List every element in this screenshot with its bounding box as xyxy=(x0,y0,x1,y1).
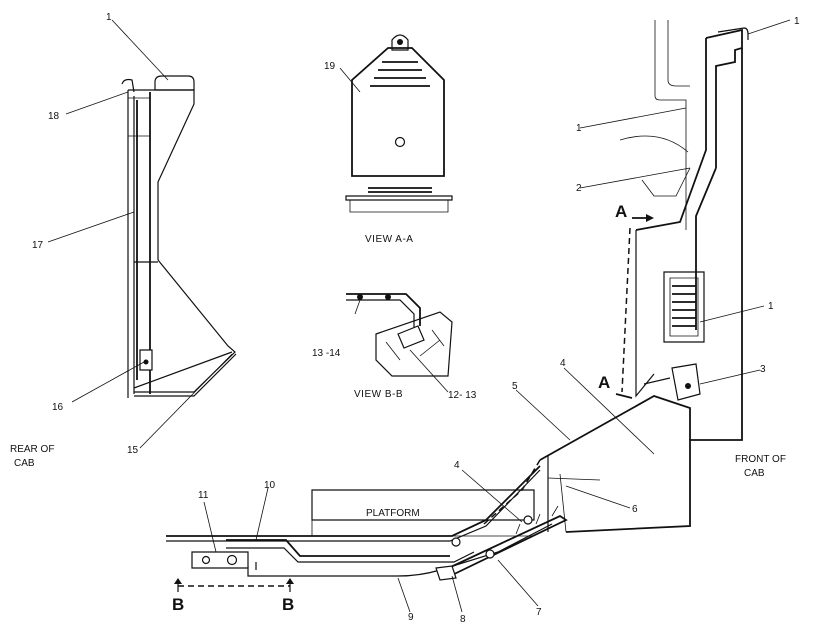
rear-of-cab-line2: CAB xyxy=(14,458,35,469)
callout-7: 7 xyxy=(536,607,542,618)
callout-1-front-low: 1 xyxy=(768,301,774,312)
front-of-cab-line2: CAB xyxy=(744,468,765,479)
callout-8: 8 xyxy=(460,614,466,625)
view-a-a-figure xyxy=(345,34,453,213)
callout-3: 3 xyxy=(760,364,766,375)
callout-19: 19 xyxy=(324,61,336,72)
section-b-left: B xyxy=(172,595,184,614)
leader-lines xyxy=(47,19,791,613)
callout-1-rear-top: 1 xyxy=(106,12,112,23)
callout-16: 16 xyxy=(52,402,64,413)
callout-13-14: 13 -14 xyxy=(312,348,341,359)
callout-1-front-mid: 1 xyxy=(576,123,582,134)
callout-4-upper: 4 xyxy=(560,358,566,369)
section-a-lower: A xyxy=(598,373,610,392)
platform-assembly xyxy=(166,459,568,581)
view-b-b-figure xyxy=(346,293,453,377)
callout-10: 10 xyxy=(264,480,276,491)
callout-4-lower: 4 xyxy=(454,460,460,471)
callout-1-front-top: 1 xyxy=(794,16,800,27)
callout-9: 9 xyxy=(408,612,414,623)
front-of-cab-line1: FRONT OF xyxy=(735,454,786,465)
callout-18: 18 xyxy=(48,111,60,122)
section-a-upper: A xyxy=(615,202,627,221)
view-b-b-caption: VIEW B-B xyxy=(354,389,403,400)
callout-2: 2 xyxy=(576,183,582,194)
section-a-markers xyxy=(615,214,654,399)
rear-of-cab-line1: REAR OF xyxy=(10,444,54,455)
rear-cab-assembly xyxy=(121,75,237,398)
view-a-a-caption: VIEW A-A xyxy=(365,234,413,245)
callout-6: 6 xyxy=(632,504,638,515)
section-b-markers xyxy=(174,578,294,592)
callout-17: 17 xyxy=(32,240,44,251)
callout-15: 15 xyxy=(127,445,139,456)
platform-label: PLATFORM xyxy=(366,508,420,519)
front-cab-assembly xyxy=(539,20,749,533)
callout-5: 5 xyxy=(512,381,518,392)
callout-11: 11 xyxy=(198,490,209,501)
callout-12-13: 12- 13 xyxy=(448,390,477,401)
section-b-right: B xyxy=(282,595,294,614)
